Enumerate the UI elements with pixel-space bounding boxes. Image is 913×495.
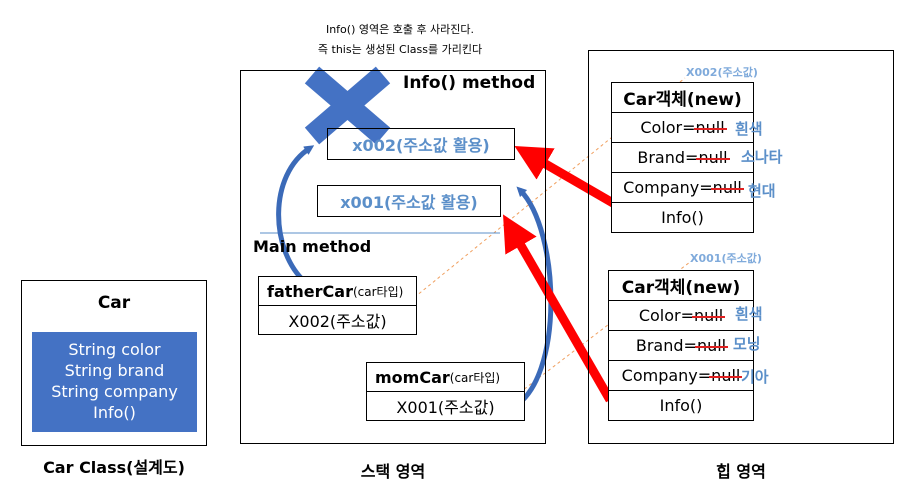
heap-region: [588, 50, 894, 444]
info-slot-x001: x001(주소값 활용): [317, 185, 501, 217]
heap-x001-new-color: 흰색: [735, 305, 763, 323]
stack-region: [240, 70, 546, 444]
mom-car-variable: momCar (car타입): [366, 362, 525, 392]
mom-car-type: (car타입): [449, 370, 501, 385]
father-car-value: X002(주소값): [258, 305, 417, 335]
main-method-title: Main method: [253, 237, 372, 256]
field-old-value: null: [696, 148, 730, 167]
field-label: Company=: [621, 366, 712, 385]
field-label: Color=: [638, 306, 694, 325]
class-member: Info(): [93, 403, 136, 422]
field-label: Color=: [640, 118, 696, 137]
field-old-value: null: [693, 118, 727, 137]
heap-x001-new-brand: 모닝: [733, 335, 761, 353]
heap-address-x002: X002(주소값): [686, 66, 758, 79]
heap-object-x001-title: Car객체(new): [608, 270, 754, 301]
heap-x001-new-company: 기아: [741, 368, 769, 386]
heap-object-x001-color: Color=null: [608, 300, 754, 331]
class-caption: Car Class(설계도): [43, 458, 185, 477]
field-label: Brand=: [637, 148, 699, 167]
father-car-type: (car타입): [352, 284, 404, 299]
field-old-value: null: [709, 366, 743, 385]
field-label: Brand=: [635, 336, 697, 355]
heap-x002-new-company: 현대: [748, 182, 776, 200]
field-old-value: null: [694, 336, 729, 355]
heap-object-x001-info: Info(): [608, 390, 754, 421]
class-members-panel: String color String brand String company…: [32, 332, 197, 432]
heap-object-x002-title: Car객체(new): [611, 82, 754, 113]
note-line-2: 즉 this는 생성된 Class를 가리킨다: [317, 43, 483, 56]
note-line-1: Info() 영역은 호출 후 사라진다.: [325, 23, 475, 36]
curved-arrow-father-to-info: [276, 145, 315, 284]
field-label: Company=: [623, 178, 713, 197]
stack-caption: 스택 영역: [360, 462, 426, 481]
mom-car-name: momCar: [375, 367, 450, 387]
field-old-value: null: [691, 306, 726, 325]
father-car-variable: fatherCar (car타입): [258, 276, 417, 306]
class-title: Car: [97, 293, 131, 313]
field-old-value: null: [710, 178, 745, 197]
heap-caption: 힙 영역: [716, 462, 766, 481]
heap-x002-new-color: 흰색: [735, 120, 763, 138]
heap-object-x002-company: Company=null: [611, 172, 754, 203]
heap-object-x002-info: Info(): [611, 202, 754, 233]
father-car-name: fatherCar: [267, 281, 353, 301]
note: Info() 영역은 호출 후 사라진다. 즉 this는 생성된 Class를…: [290, 20, 510, 60]
info-method-title: Info() method: [403, 73, 536, 93]
heap-address-x001: X001(주소값): [690, 252, 762, 265]
class-member: String company: [51, 382, 178, 401]
class-member: String color: [68, 340, 161, 359]
mom-car-value: X001(주소값): [366, 391, 525, 421]
heap-object-x002-brand: Brand=null: [611, 142, 754, 173]
cross-icon: [304, 66, 391, 145]
heap-object-x002-color: Color=null: [611, 112, 754, 143]
class-member: String brand: [64, 361, 165, 380]
heap-x002-new-brand: 소나타: [741, 148, 783, 166]
heap-object-x001-brand: Brand=null: [608, 330, 754, 361]
heap-object-x001-company: Company=null: [608, 360, 754, 391]
class-definition-box: Car String color String brand String com…: [21, 280, 207, 446]
red-arrow-heap-x001: [503, 214, 614, 403]
info-slot-x002: x002(주소값 활용): [327, 128, 515, 160]
